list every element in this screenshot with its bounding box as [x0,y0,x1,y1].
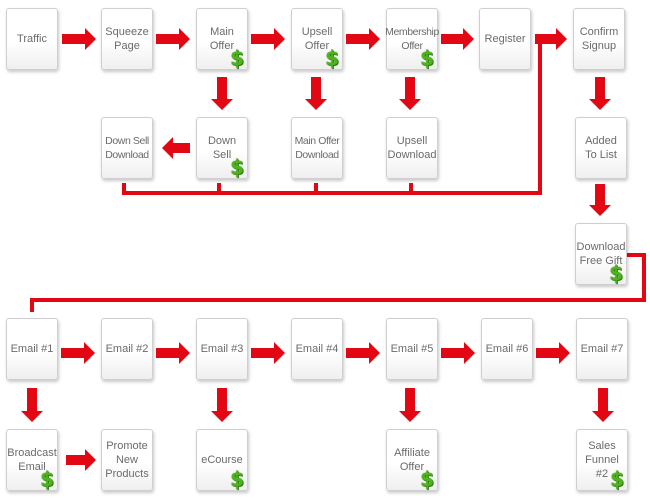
node-promote-new-products[interactable]: Promote New Products [101,429,153,491]
arrow-broadcast-to-promote [66,449,96,471]
dollar-sign-icon: $ [609,261,623,285]
arrow-down-sell-to-down-sell-download [162,137,190,159]
arrow-row1-5 [441,28,474,50]
node-main-offer[interactable]: Main Offer$ [196,8,248,70]
node-down-sell-download[interactable]: Down Sell Download [101,117,153,179]
node-label: Added To List [585,135,617,161]
arrow-email-5-to-6 [441,342,475,364]
arrow-email7-to-sales-funnel [592,388,614,422]
node-label: Membership Offer [385,26,439,52]
node-register[interactable]: Register [479,8,531,70]
node-label: Email #3 [200,343,244,355]
node-traffic[interactable]: Traffic [6,8,58,70]
node-down-sell[interactable]: Down Sell$ [196,117,248,179]
arrow-row1-3 [251,28,285,50]
arrow-row1-1 [62,28,96,50]
node-label: Main Offer Download [294,135,340,161]
node-label: Register [484,33,526,45]
arrow-membership-to-upsell-download [399,77,421,110]
arrow-confirm-to-added [589,77,611,110]
node-email-7[interactable]: Email #7 [576,318,628,380]
node-label: Down Sell Download [105,135,149,161]
dollar-sign-icon: $ [420,467,434,491]
dollar-sign-icon: $ [230,155,244,179]
node-label: Promote New Products [105,440,149,480]
node-confirm-signup[interactable]: Confirm Signup [573,8,625,70]
dollar-sign-icon: $ [230,467,244,491]
node-download-free-gift[interactable]: Download Free Gift$ [575,223,627,285]
arrow-row1-6 [535,28,567,50]
dollar-sign-icon: $ [230,46,244,70]
node-label: Email #1 [10,343,54,355]
node-ecourse[interactable]: eCourse$ [196,429,248,491]
arrow-row1-2 [156,28,190,50]
node-label: Down Sell [207,135,237,161]
node-label: Affiliate Offer [394,447,430,473]
connector-free-gift-to-email1 [30,253,646,312]
node-label: Broadcast Email [7,447,57,473]
connector-downloads-to-confirm [122,39,542,195]
node-label: Email #7 [580,343,624,355]
node-email-4[interactable]: Email #4 [291,318,343,380]
node-broadcast-email[interactable]: Broadcast Email$ [6,429,58,491]
node-email-1[interactable]: Email #1 [6,318,58,380]
node-sales-funnel-2[interactable]: Sales Funnel #2$ [576,429,628,491]
node-email-3[interactable]: Email #3 [196,318,248,380]
node-label: Email #6 [485,343,529,355]
arrow-upsell-to-main-offer-download [305,77,327,110]
arrow-email-2-to-3 [156,342,190,364]
node-label: Download Free Gift [576,241,626,267]
node-affiliate-offer[interactable]: Affiliate Offer$ [386,429,438,491]
arrow-email3-to-ecourse [211,388,233,422]
node-label: eCourse [201,454,243,466]
node-label: Email #4 [295,343,339,355]
arrow-email-3-to-4 [251,342,285,364]
arrow-main-offer-to-down-sell [211,77,233,110]
node-added-to-list[interactable]: Added To List [575,117,627,179]
node-email-6[interactable]: Email #6 [481,318,533,380]
arrow-email-1-to-2 [61,342,95,364]
node-label: Traffic [17,33,47,45]
node-label: Squeeze Page [105,26,149,52]
node-label: Email #5 [390,343,434,355]
node-label: Sales Funnel #2 [585,440,619,480]
node-label: Email #2 [105,343,149,355]
arrow-email-4-to-5 [346,342,380,364]
dollar-sign-icon: $ [420,46,434,70]
node-upsell-download[interactable]: Upsell Download [386,117,438,179]
arrow-email5-to-affiliate [399,388,421,422]
dollar-sign-icon: $ [40,467,54,491]
node-squeeze-page[interactable]: Squeeze Page [101,8,153,70]
node-membership-offer[interactable]: Membership Offer$ [385,8,439,70]
arrow-row1-4 [346,28,380,50]
arrow-added-to-free-gift [589,184,611,216]
node-email-2[interactable]: Email #2 [101,318,153,380]
node-upsell-offer[interactable]: Upsell Offer$ [291,8,343,70]
node-label: Upsell Download [387,135,437,161]
dollar-sign-icon: $ [610,467,624,491]
node-main-offer-download[interactable]: Main Offer Download [291,117,343,179]
node-label: Upsell Offer [301,26,333,52]
dollar-sign-icon: $ [325,46,339,70]
node-label: Confirm Signup [579,26,619,52]
node-label: Main Offer [209,26,235,52]
node-email-5[interactable]: Email #5 [386,318,438,380]
arrow-email1-to-broadcast [21,388,43,422]
arrow-email-6-to-7 [536,342,570,364]
